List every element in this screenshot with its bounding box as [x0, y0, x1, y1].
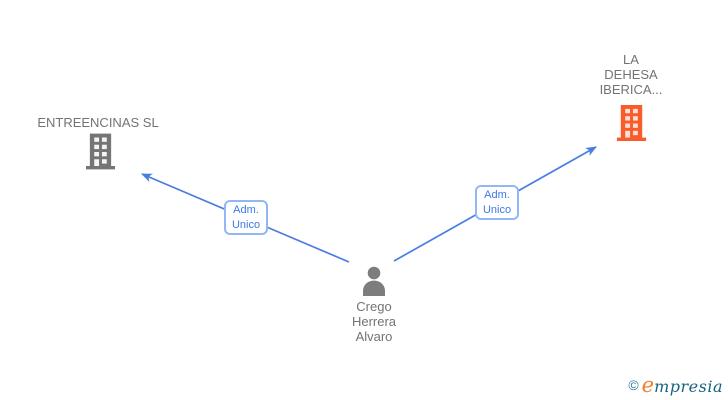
building-icon[interactable] — [616, 105, 647, 141]
edge-label-right: Adm. Unico — [475, 185, 519, 220]
person-name-line: Herrera — [351, 314, 397, 329]
person-icon[interactable] — [361, 266, 387, 296]
empresia-watermark: ©empresia — [628, 373, 723, 397]
building-icon[interactable] — [86, 133, 115, 170]
person-name-line: Alvaro — [355, 329, 393, 344]
copyright-icon: © — [628, 377, 639, 393]
right-company-name-line: LA — [623, 52, 639, 67]
person-name-line: Crego — [356, 299, 392, 314]
node-label-right-company[interactable]: LA DEHESA IBERICA... — [551, 52, 711, 97]
node-label-person[interactable]: Crego Herrera Alvaro — [294, 299, 454, 344]
brand-logo-text: mpresia — [654, 377, 723, 396]
right-company-name-line: IBERICA... — [599, 82, 663, 97]
brand-logo-initial: e — [641, 373, 655, 397]
node-label-left-company[interactable]: ENTREENCINAS SL — [18, 115, 178, 130]
building-windows — [94, 137, 107, 166]
right-company-name-line: DEHESA — [604, 67, 658, 82]
building-windows — [625, 108, 638, 138]
edge-label-left: Adm. Unico — [224, 200, 268, 235]
left-company-name: ENTREENCINAS SL — [37, 115, 159, 130]
